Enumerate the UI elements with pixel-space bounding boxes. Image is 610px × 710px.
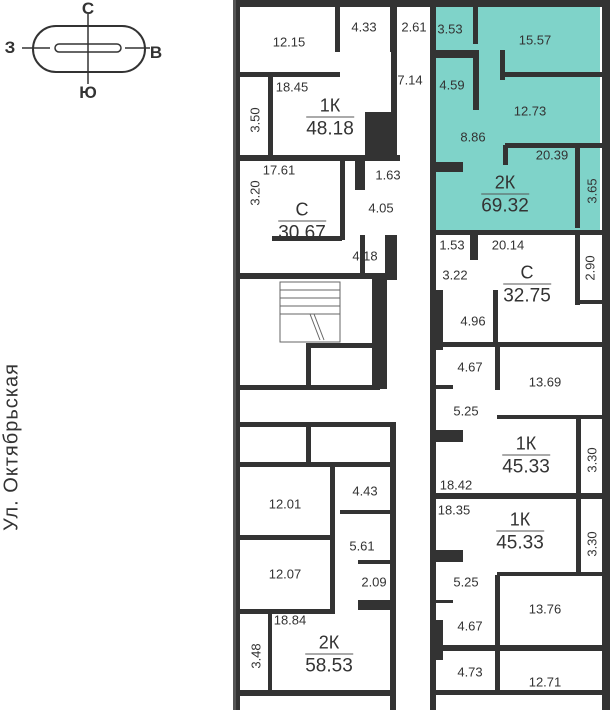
apartment-label[interactable]: 1К 45.33 bbox=[502, 434, 550, 479]
staircase-icon bbox=[279, 281, 341, 343]
balcony-area: 3.48 bbox=[248, 643, 264, 669]
room-area: 4.18 bbox=[352, 248, 378, 264]
room-area: 12.07 bbox=[268, 566, 302, 582]
room-area: 4.96 bbox=[460, 313, 486, 329]
apartment-label[interactable]: 1К 45.33 bbox=[496, 510, 544, 555]
room-area: 13.76 bbox=[528, 601, 562, 617]
apartment-label[interactable]: 2К 58.53 bbox=[305, 633, 353, 678]
apartment-label-highlighted[interactable]: 2К 69.32 bbox=[481, 173, 529, 218]
room-area: 3.22 bbox=[442, 267, 468, 283]
apartment-area: 30.67 bbox=[278, 220, 326, 244]
apartment-area: 45.33 bbox=[502, 454, 550, 478]
apartment-type: 1К bbox=[319, 95, 341, 116]
compass-south: Ю bbox=[79, 83, 97, 102]
apartment-area: 45.33 bbox=[496, 530, 544, 554]
room-area: 4.33 bbox=[351, 19, 377, 35]
room-area: 5.25 bbox=[453, 403, 479, 419]
compass-east: В bbox=[149, 43, 163, 62]
apartment-area: 69.32 bbox=[481, 193, 529, 217]
room-area: 4.67 bbox=[457, 618, 483, 634]
room-area: 4.59 bbox=[439, 77, 465, 93]
room-area: 5.61 bbox=[349, 538, 375, 554]
room-area: 1.63 bbox=[375, 167, 401, 183]
compass-west: З bbox=[4, 38, 16, 57]
apartment-label[interactable]: С 30.67 bbox=[278, 200, 326, 245]
balcony-area: 3.30 bbox=[584, 531, 600, 557]
room-area: 8.86 bbox=[460, 129, 486, 145]
apartment-type: С bbox=[295, 199, 309, 220]
room-area: 15.57 bbox=[518, 32, 552, 48]
room-area: 12.15 bbox=[272, 34, 306, 50]
room-area: 4.67 bbox=[457, 359, 483, 375]
walls bbox=[233, 0, 610, 710]
apartment-type: 2К bbox=[318, 632, 340, 653]
balcony-area: 3.30 bbox=[584, 447, 600, 473]
balcony-area: 2.90 bbox=[582, 255, 598, 281]
apartment-area: 48.18 bbox=[306, 116, 354, 140]
balcony-area: 3.65 bbox=[584, 178, 600, 204]
room-area: 20.39 bbox=[535, 147, 569, 163]
room-area: 2.09 bbox=[361, 574, 387, 590]
room-area: 4.43 bbox=[352, 483, 378, 499]
room-area: 18.45 bbox=[275, 79, 309, 95]
room-area: 1.53 bbox=[439, 237, 465, 253]
apartment-label[interactable]: С 32.75 bbox=[503, 263, 551, 308]
apartment-type: 1К bbox=[515, 433, 537, 454]
room-area: 12.71 bbox=[528, 674, 562, 690]
room-area: 13.69 bbox=[528, 374, 562, 390]
apartment-label[interactable]: 1К 48.18 bbox=[306, 96, 354, 141]
street-name: Ул. Октябрьская bbox=[0, 363, 23, 531]
room-area: 12.73 bbox=[513, 103, 547, 119]
balcony-area: 3.50 bbox=[247, 107, 263, 133]
compass-icon bbox=[22, 14, 150, 84]
apartment-area: 58.53 bbox=[305, 653, 353, 677]
room-area: 5.25 bbox=[453, 574, 479, 590]
apartment-type: 2К bbox=[494, 172, 516, 193]
room-area: 18.84 bbox=[273, 612, 307, 628]
room-area: 2.61 bbox=[401, 19, 427, 35]
room-area: 12.01 bbox=[268, 496, 302, 512]
apartment-type: С bbox=[520, 262, 534, 283]
apartment-area: 32.75 bbox=[503, 283, 551, 307]
room-area: 17.61 bbox=[262, 162, 296, 178]
room-area: 20.14 bbox=[491, 237, 525, 253]
room-area: 3.53 bbox=[437, 21, 463, 37]
room-area: 4.73 bbox=[457, 664, 483, 680]
room-area: 7.14 bbox=[397, 72, 423, 88]
room-area: 4.05 bbox=[368, 200, 394, 216]
room-area: 18.42 bbox=[439, 477, 473, 493]
apartment-type: 1К bbox=[509, 509, 531, 530]
room-area: 18.35 bbox=[437, 502, 471, 518]
compass-north: С bbox=[81, 0, 95, 18]
balcony-area: 3.20 bbox=[247, 180, 263, 206]
